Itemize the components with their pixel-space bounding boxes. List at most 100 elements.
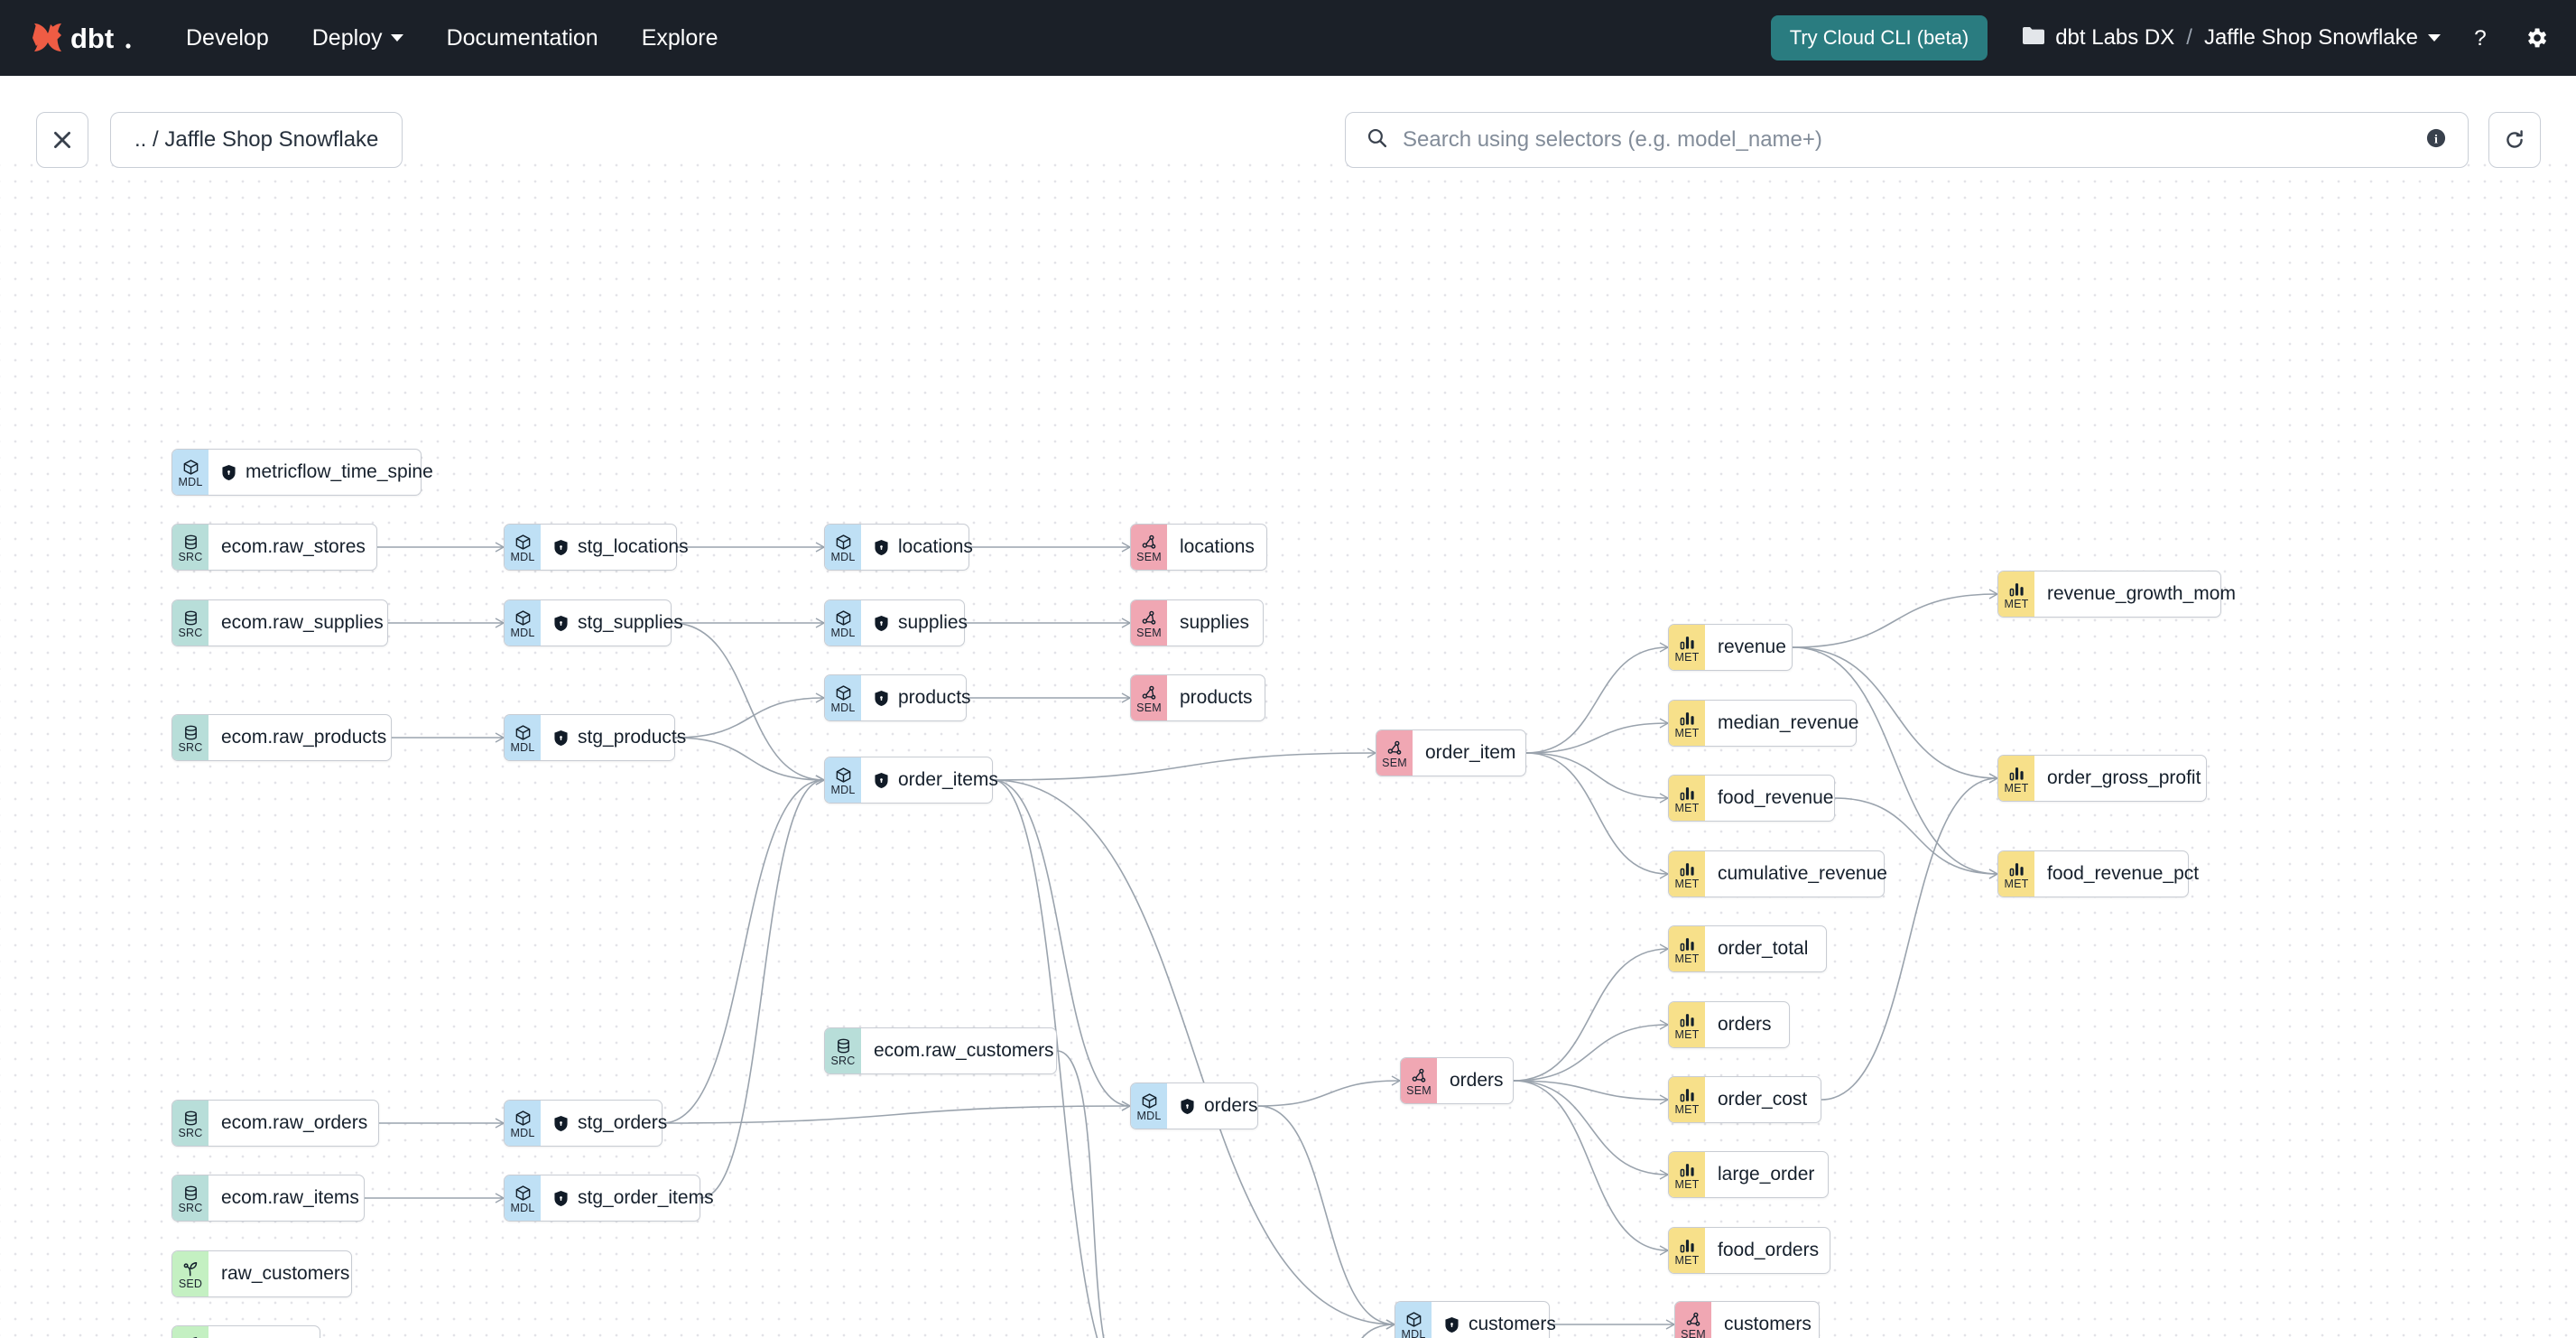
node-body: stg_order_items <box>541 1175 728 1221</box>
node-label: stg_order_items <box>578 1187 714 1208</box>
node-body: locations <box>1167 525 1269 570</box>
bar-chart-icon: MET <box>1669 851 1705 897</box>
lineage-edge <box>700 779 825 1199</box>
graph-node-sem_locations[interactable]: SEM locations <box>1130 524 1267 571</box>
node-body: orders <box>1437 1058 1518 1103</box>
shield-icon <box>1180 1098 1195 1115</box>
graph-nodes-icon: SEM <box>1401 1058 1437 1103</box>
project-selector[interactable]: Jaffle Shop Snowflake <box>2204 25 2441 51</box>
node-body: ecom.raw_supplies <box>208 600 398 646</box>
refresh-icon[interactable] <box>2488 112 2541 168</box>
shield-icon <box>553 1190 569 1207</box>
node-type-label: SEM <box>1136 550 1162 563</box>
graph-nodes-icon: SEM <box>1376 730 1413 776</box>
node-label: cumulative_revenue <box>1718 863 1887 884</box>
node-label: locations <box>1180 536 1255 557</box>
nav-item-explore[interactable]: Explore <box>620 18 740 59</box>
node-type-label: SRC <box>178 1126 203 1139</box>
graph-toolbar: .. / Jaffle Shop Snowflake i <box>0 76 2576 168</box>
node-label: products <box>898 687 971 708</box>
node-label: orders <box>1204 1095 1258 1116</box>
node-body: order_total <box>1705 926 1826 971</box>
cube-icon: MDL <box>825 757 861 803</box>
node-label: customers <box>1469 1314 1556 1334</box>
nav-item-develop[interactable]: Develop <box>164 18 291 59</box>
nav-item-develop-label: Develop <box>186 24 269 51</box>
shield-icon <box>874 772 889 789</box>
cube-icon: MDL <box>825 525 861 570</box>
node-type-label: MET <box>1674 1253 1700 1267</box>
graph-node-stg_order_items[interactable]: MDL stg_order_items <box>504 1175 714 1222</box>
lineage-edge <box>674 737 825 781</box>
node-label: revenue <box>1718 636 1786 657</box>
node-body: metricflow_time_spine <box>208 450 448 495</box>
help-icon[interactable]: ? <box>2464 22 2497 54</box>
node-label: orders <box>1718 1014 1772 1035</box>
nav-item-deploy[interactable]: Deploy <box>291 18 425 59</box>
cube-icon: MDL <box>172 450 208 495</box>
graph-node-met_cumulative_revenue[interactable]: MET cumulative_revenue <box>1668 850 1887 897</box>
breadcrumb-chip[interactable]: .. / Jaffle Shop Snowflake <box>110 112 403 168</box>
node-label: stg_products <box>578 727 687 748</box>
node-label: stg_supplies <box>578 612 683 633</box>
try-cloud-cli-button[interactable]: Try Cloud CLI (beta) <box>1770 15 1988 60</box>
dbt-logo[interactable]: dbt <box>31 19 132 57</box>
node-label: supplies <box>1180 612 1250 633</box>
node-body: customers <box>1432 1302 1571 1338</box>
node-body: locations <box>861 525 987 570</box>
shield-icon <box>874 615 889 632</box>
database-icon: SRC <box>172 525 208 570</box>
close-icon[interactable] <box>36 112 88 168</box>
node-label: supplies <box>898 612 968 633</box>
node-label: order_cost <box>1718 1089 1808 1110</box>
node-type-label: SEM <box>1406 1083 1432 1097</box>
search-input[interactable] <box>1403 127 2410 153</box>
bar-chart-icon: MET <box>1669 776 1705 821</box>
account-selector[interactable]: dbt Labs DX <box>2022 25 2174 51</box>
cube-icon: MDL <box>505 1175 541 1221</box>
nav-item-documentation[interactable]: Documentation <box>425 18 620 59</box>
search-bar[interactable]: i <box>1345 112 2469 168</box>
info-icon[interactable]: i <box>2424 126 2448 154</box>
nav-item-documentation-label: Documentation <box>446 24 598 51</box>
gear-icon[interactable] <box>2520 22 2553 54</box>
node-body: revenue_growth_mom <box>2034 571 2250 617</box>
node-body: food_revenue <box>1705 776 1848 821</box>
